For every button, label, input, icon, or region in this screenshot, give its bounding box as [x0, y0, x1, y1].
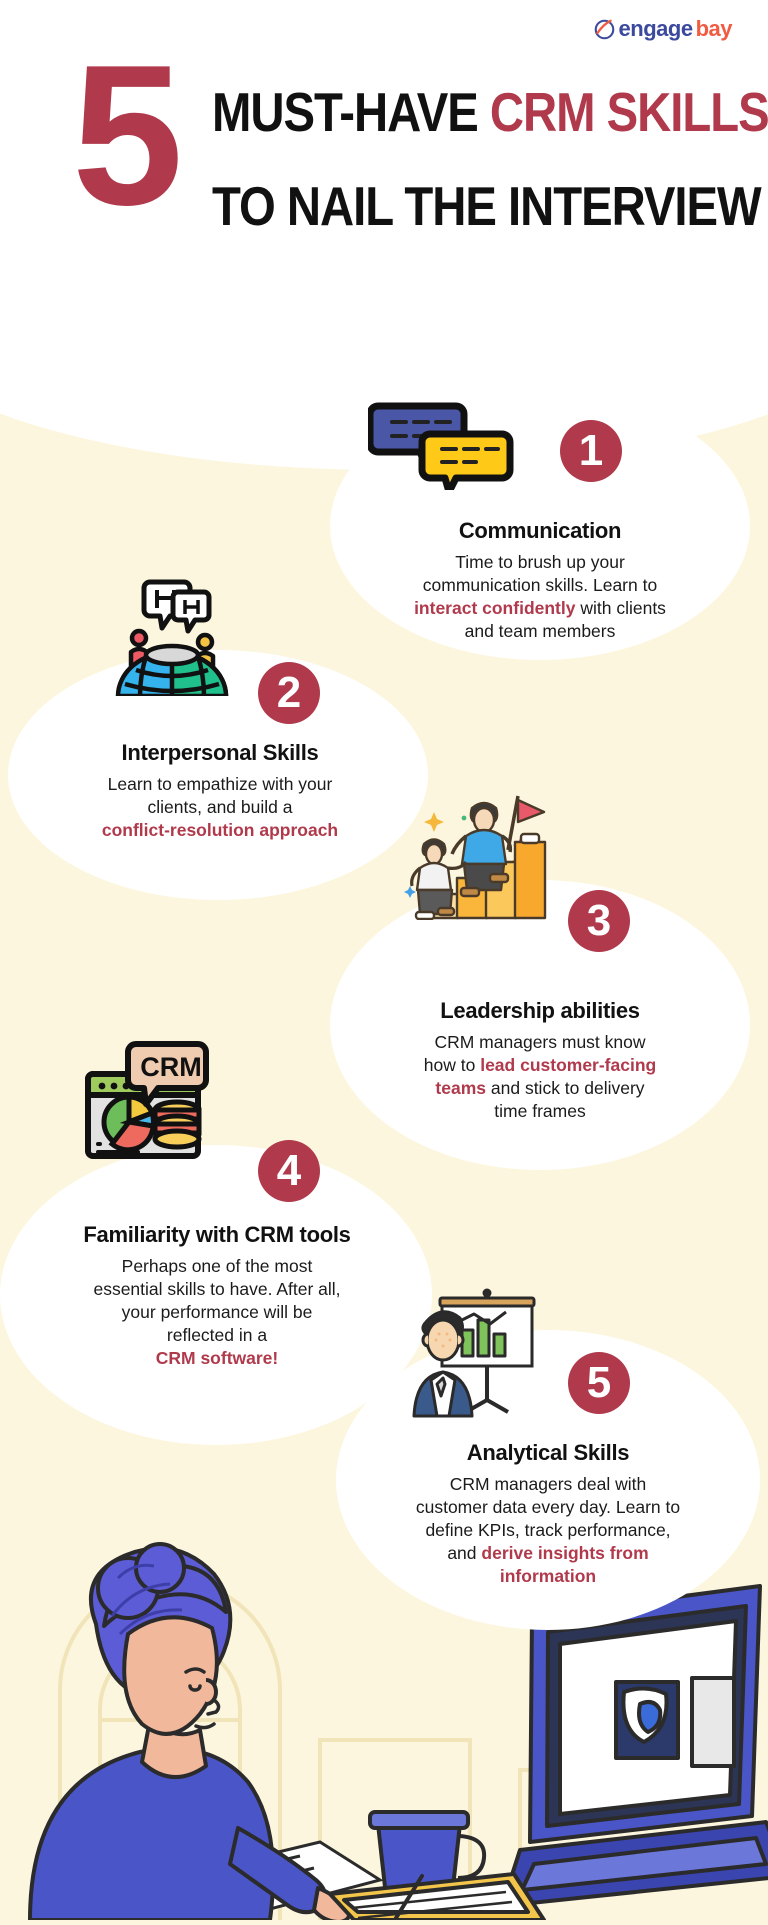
card-3-line-1: CRM managers must know [434, 1032, 646, 1052]
card-3-title: Leadership abilities [440, 998, 640, 1023]
card-3-body: CRM managers must know how to lead custo… [348, 1031, 732, 1123]
card-4-line-1: Perhaps one of the most [121, 1256, 313, 1276]
card-2-line-3-accent: conflict-resolution approach [101, 820, 339, 840]
card-3-line-2-plain: how to [423, 1055, 481, 1075]
card-4-text: Familiarity with CRM tools Perhaps one o… [12, 1222, 422, 1370]
card-1-body: Time to brush up your communication skil… [350, 551, 730, 643]
card-5-line-3: define KPIs, track performance, [425, 1520, 671, 1540]
speech-bubbles-icon [366, 398, 518, 496]
card-4-line-3: your performance will be [121, 1302, 313, 1322]
card-1-line-2: communication skills. Learn to [422, 575, 658, 595]
card-4-line-4: reflected in a [166, 1325, 268, 1345]
crm-dashboard-icon: CRM [80, 1032, 220, 1162]
card-2-text: Interpersonal Skills Learn to empathize … [20, 740, 420, 842]
hero-number-5: 5 [72, 24, 183, 247]
card-5-title: Analytical Skills [466, 1440, 630, 1465]
card-2-body: Learn to empathize with your clients, an… [20, 773, 420, 842]
card-2-title: Interpersonal Skills [121, 740, 319, 765]
card-5-line-5-accent: information [499, 1566, 597, 1586]
svg-text:CRM: CRM [140, 1052, 202, 1082]
climbing-bar-chart-icon [398, 790, 558, 921]
card-5-text: Analytical Skills CRM managers deal with… [346, 1440, 750, 1588]
card-3-line-2-accent: lead customer-facing [480, 1055, 657, 1075]
card-1-line-1: Time to brush up your [455, 552, 625, 572]
card-2-line-2: clients, and build a [147, 797, 293, 817]
card-5-line-4-plain: and [447, 1543, 482, 1563]
card-1-text: Communication Time to brush up your comm… [350, 518, 730, 643]
card-3-badge: 3 [568, 890, 630, 952]
card-2-line-1: Learn to empathize with your [107, 774, 333, 794]
engagebay-check-icon [594, 19, 615, 40]
card-3-bubble [330, 880, 750, 1170]
card-3-line-4: time frames [494, 1101, 586, 1121]
card-1-line-3-plain: with clients [575, 598, 666, 618]
card-4-bubble [0, 1145, 432, 1445]
card-5-bubble [336, 1330, 760, 1630]
hero-line-1-plain: MUST-HAVE [212, 81, 490, 143]
card-1-line-4: and team members [464, 621, 616, 641]
card-3-text: Leadership abilities CRM managers must k… [348, 998, 732, 1123]
card-3-line-3-plain: and stick to delivery [486, 1078, 645, 1098]
card-5-line-1: CRM managers deal with [449, 1474, 647, 1494]
woman-at-laptop-illustration [0, 1420, 768, 1924]
logo-text-bay: bay [695, 16, 733, 41]
hero-line-2: TO NAIL THE INTERVIEW [212, 175, 762, 237]
card-5-badge: 5 [568, 1352, 630, 1414]
card-1-title: Communication [458, 518, 622, 543]
card-4-title: Familiarity with CRM tools [83, 1222, 351, 1247]
hero-line-1: MUST-HAVE CRM SKILLS [212, 84, 768, 140]
hero-header: 5 MUST-HAVE CRM SKILLS TO NAIL THE INTER… [0, 0, 768, 270]
logo-text-engage: engage [618, 16, 694, 41]
card-4-line-2: essential skills to have. After all, [93, 1279, 341, 1299]
card-3-line-3-accent: teams [435, 1078, 487, 1098]
card-5-body: CRM managers deal with customer data eve… [346, 1473, 750, 1588]
card-1-line-3-accent: interact confidently [414, 598, 576, 618]
card-4-body: Perhaps one of the most essential skills… [12, 1255, 422, 1370]
card-5-line-2: customer data every day. Learn to [415, 1497, 681, 1517]
globe-people-icon [112, 576, 232, 699]
card-4-badge: 4 [258, 1140, 320, 1202]
card-2-badge: 2 [258, 662, 320, 724]
hero-line-1-accent: CRM SKILLS [489, 81, 768, 143]
card-4-line-5-accent: CRM software! [155, 1348, 279, 1368]
card-5-line-4-accent: derive insights from [481, 1543, 649, 1563]
presenter-chart-icon [400, 1288, 540, 1418]
card-1-badge: 1 [560, 420, 622, 482]
